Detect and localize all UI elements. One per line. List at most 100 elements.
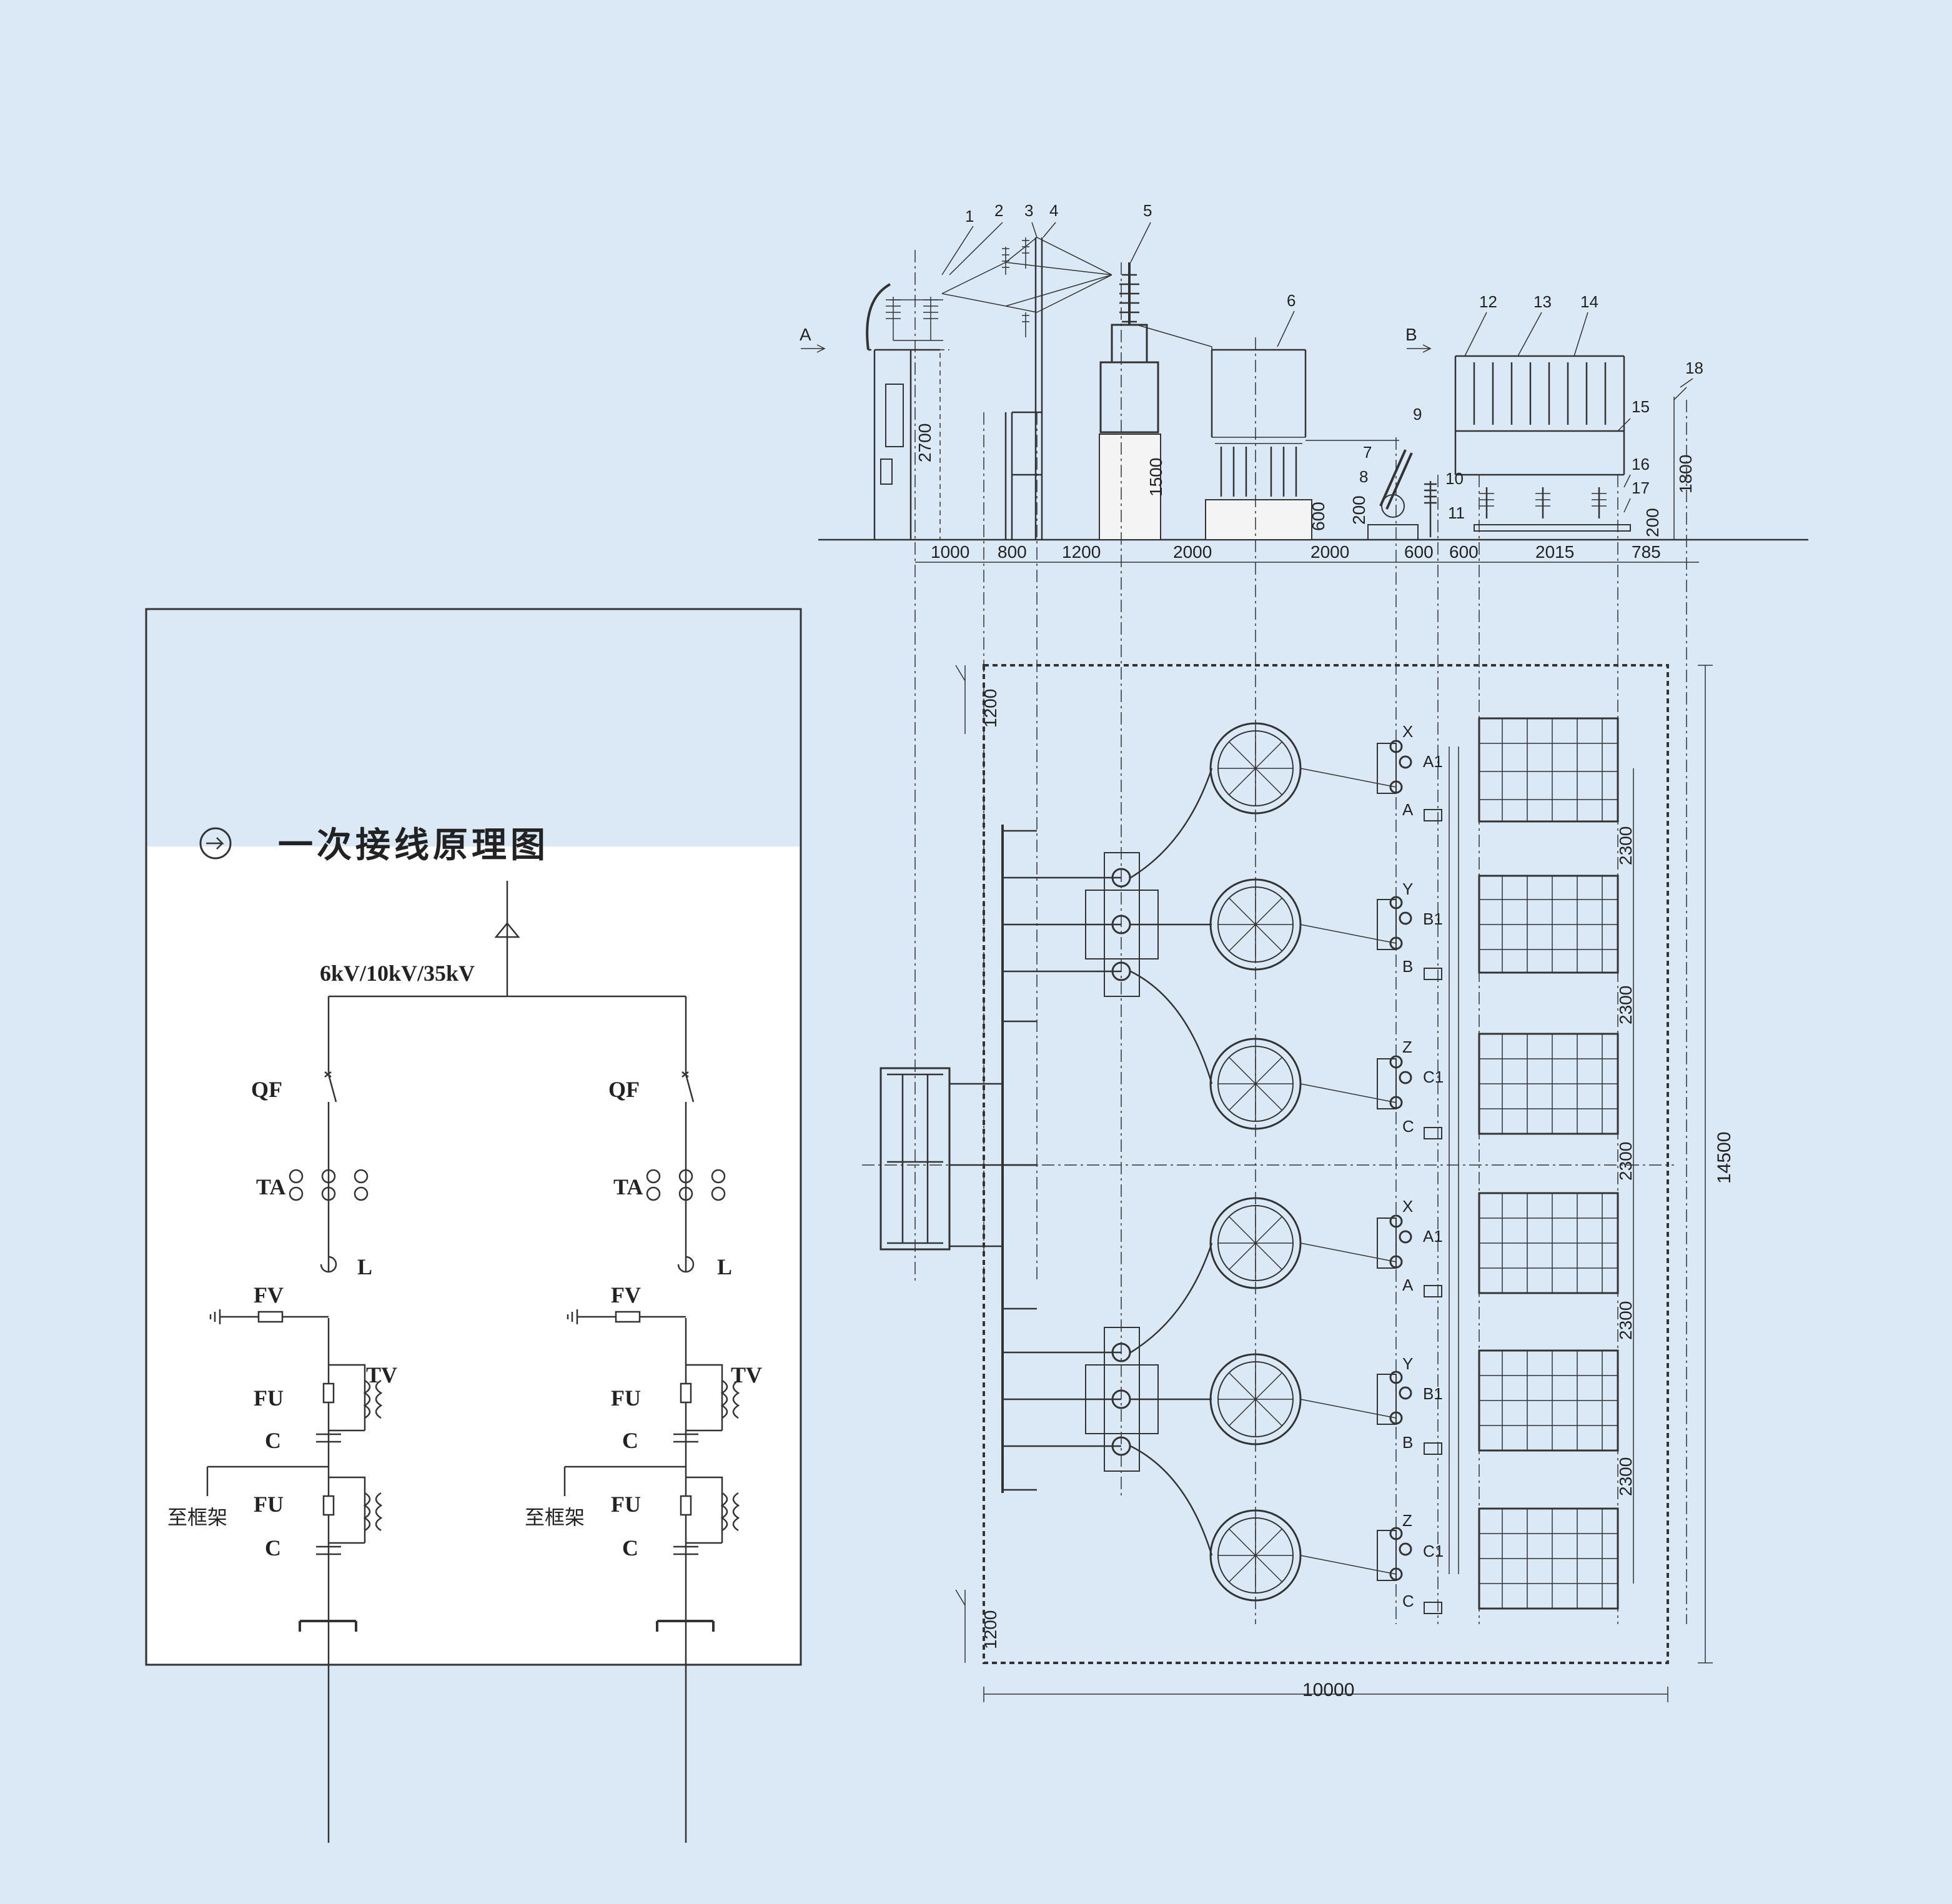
capacitor-rack-plan-3	[1478, 1033, 1619, 1135]
fu-label: FU	[611, 1492, 641, 1517]
voltage-transformer-icon	[720, 1379, 740, 1532]
qf-label: QF	[608, 1077, 640, 1102]
row-pitch-1: 2300	[1616, 826, 1635, 865]
spacing-600-a: 600	[1404, 542, 1434, 562]
phase-5-top: Y	[1402, 1354, 1413, 1373]
item-callouts: 1 2 3 4 5 6 7 8 9 10 11 12 13 14 15 16 1…	[965, 201, 1703, 522]
phase-3-top: Z	[1402, 1038, 1412, 1056]
tv-label: TV	[731, 1362, 762, 1387]
edge-gap-bottom: 1200	[981, 1610, 1000, 1649]
item-5: 5	[1143, 201, 1152, 220]
item-7: 7	[1363, 443, 1372, 462]
phase-5-bottom: B	[1402, 1433, 1413, 1452]
spacing-600-b: 600	[1449, 542, 1479, 562]
total-width: 10000	[1302, 1680, 1354, 1700]
spacing-785: 785	[1632, 542, 1661, 562]
reactor-plan-row-1	[1209, 722, 1302, 815]
reactor-icon	[677, 1256, 695, 1273]
item-1: 1	[965, 207, 974, 226]
fu-label: FU	[254, 1492, 284, 1517]
phase-6-bottom: C	[1402, 1592, 1414, 1610]
capacitor-icon	[316, 1433, 341, 1555]
elevation-view: A B 2700 1500	[800, 201, 1808, 563]
phase-2-bottom: B	[1402, 957, 1413, 976]
phase-3-mid: C1	[1423, 1068, 1444, 1086]
c-label: C	[622, 1535, 638, 1560]
phase-1-bottom: A	[1402, 800, 1414, 819]
arrester-icon	[615, 1311, 641, 1323]
feeder-branch-left: QF TA L FV TV FU C FU C 至框架	[167, 996, 397, 1843]
item-14: 14	[1580, 292, 1598, 311]
reactor-plan-row-5	[1209, 1353, 1302, 1445]
phase-6-mid: C1	[1423, 1542, 1444, 1560]
tv-label: TV	[366, 1362, 397, 1387]
schematic-title: 一次接线原理图	[278, 825, 549, 865]
phase-2-top: Y	[1402, 880, 1413, 898]
row-pitch-2: 2300	[1616, 986, 1635, 1024]
capacitor-rack-plan-5	[1478, 1349, 1619, 1452]
phase-4-top: X	[1402, 1197, 1413, 1216]
l-label: L	[717, 1254, 732, 1279]
terminal-block-1	[1377, 740, 1442, 821]
voltage-transformer-icon	[363, 1379, 383, 1532]
item-3: 3	[1024, 201, 1033, 220]
fu-label: FU	[611, 1386, 641, 1411]
item-11: 11	[1448, 503, 1465, 522]
height-1800: 1800	[1676, 455, 1695, 493]
spacing-2000-a: 2000	[1173, 542, 1212, 562]
c-label: C	[265, 1535, 281, 1560]
item-16: 16	[1632, 455, 1650, 474]
spacing-dimensions: 1000 800 1200 2000 2000 600 600 2015 785	[931, 542, 1661, 562]
current-transformer-icon	[646, 1169, 726, 1201]
arrester-icon	[257, 1311, 284, 1323]
capacitor-rack-plan-1	[1478, 717, 1619, 823]
reactor-elevation	[1205, 349, 1399, 540]
fuse-icon	[680, 1382, 692, 1404]
section-mark-b: B	[1405, 325, 1417, 344]
c-label: C	[265, 1428, 281, 1453]
fuse-icon	[322, 1382, 335, 1404]
terminal-block-4	[1377, 1214, 1442, 1297]
qf-label: QF	[251, 1077, 282, 1102]
fuse-icon	[322, 1495, 335, 1516]
height-1500: 1500	[1146, 458, 1166, 497]
switch-assembly	[1099, 262, 1212, 540]
phase-labels: X A1 A Y B1 B Z C1 C X A1 A Y B1 B Z C1 …	[1402, 722, 1444, 1610]
current-transformer-icon	[289, 1169, 369, 1201]
item-6: 6	[1287, 291, 1296, 310]
phase-2-mid: B1	[1423, 910, 1443, 928]
fv-label: FV	[254, 1282, 284, 1307]
capacitor-icon	[673, 1433, 698, 1555]
section-marker-icon	[199, 827, 232, 860]
schematic-panel: 一次接线原理图 6kV/10kV/35kV QF TA L FV	[145, 608, 802, 1843]
spacing-1000: 1000	[931, 542, 969, 562]
feeder-branch-right: QF TA L FV TV FU C FU C 至框架	[525, 996, 762, 1843]
edge-gap-top: 1200	[981, 689, 1000, 728]
height-200-right: 200	[1643, 508, 1662, 537]
reactor-plan-row-4	[1209, 1197, 1302, 1289]
capacitor-rack	[1454, 355, 1631, 532]
phase-4-bottom: A	[1402, 1276, 1414, 1294]
item-15: 15	[1632, 397, 1650, 416]
item-2: 2	[994, 201, 1003, 220]
height-600: 600	[1309, 502, 1328, 531]
section-mark-a: A	[800, 325, 811, 344]
total-height: 14500	[1714, 1132, 1735, 1184]
l-label: L	[357, 1254, 372, 1279]
capacitor-rack-plan-6	[1478, 1507, 1619, 1610]
phase-4-mid: A1	[1423, 1227, 1443, 1246]
item-4: 4	[1049, 201, 1058, 220]
item-17: 17	[1632, 478, 1650, 497]
item-18: 18	[1685, 359, 1703, 377]
capacitor-rack-plan-4	[1478, 1192, 1619, 1294]
terminal-block-2	[1377, 896, 1442, 980]
incoming-gantry	[866, 283, 949, 540]
terminal-block-5	[1377, 1371, 1442, 1455]
c-label: C	[622, 1428, 638, 1453]
fence-post	[1004, 237, 1043, 540]
to-frame-label: 至框架	[167, 1506, 227, 1529]
item-9: 9	[1413, 405, 1422, 424]
reactor-plan-row-6	[1209, 1509, 1302, 1602]
row-pitch-5: 2300	[1616, 1457, 1635, 1496]
